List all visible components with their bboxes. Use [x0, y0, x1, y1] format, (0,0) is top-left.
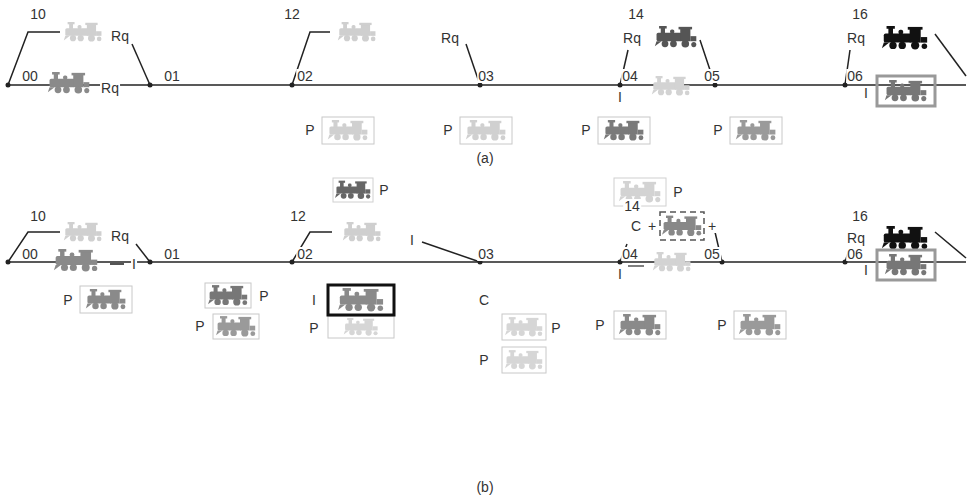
track-label: 14	[623, 199, 641, 213]
track-label: 00	[21, 69, 39, 83]
track-label: Rq	[846, 31, 866, 45]
track-label: P	[304, 123, 315, 137]
track-label: 05	[703, 247, 721, 261]
track-label: P	[550, 321, 561, 335]
track-label: C	[630, 219, 642, 233]
track-label: +	[707, 219, 717, 233]
track-label: P	[378, 183, 389, 197]
track-label: Rq	[440, 31, 460, 45]
track-label: I	[863, 86, 869, 100]
track-label: 05	[703, 69, 721, 83]
track-label: Rq	[110, 229, 130, 243]
track-label: 04	[621, 247, 639, 261]
track-label: 10	[29, 209, 47, 223]
track-label: I	[131, 257, 137, 271]
track-label: I	[409, 233, 415, 247]
track-label: P	[478, 353, 489, 367]
track-label: 01	[163, 247, 181, 261]
track-label: P	[442, 123, 453, 137]
track-label: P	[594, 318, 605, 332]
track-label: P	[62, 293, 73, 307]
track-label: Rq	[110, 29, 130, 43]
track-label: 03	[477, 69, 495, 83]
track-label: P	[712, 123, 723, 137]
track-label: (b)	[475, 480, 494, 494]
track-label: 16	[851, 209, 869, 223]
track-label: 12	[289, 209, 307, 223]
track-label: 02	[296, 247, 314, 261]
track-label: 14	[627, 7, 645, 21]
track-label: (a)	[475, 151, 494, 165]
track-label: 06	[846, 247, 864, 261]
track-label: P	[580, 123, 591, 137]
track-label: I	[863, 263, 869, 277]
track-label: 00	[21, 247, 39, 261]
track-label: P	[672, 185, 683, 199]
track-label: I	[311, 293, 317, 307]
track-label: +	[647, 219, 657, 233]
track-label: 12	[283, 7, 301, 21]
track-label: 06	[846, 69, 864, 83]
track-label: I	[617, 267, 623, 281]
track-label: Rq	[846, 231, 866, 245]
track-label: 01	[163, 69, 181, 83]
track-label: P	[194, 319, 205, 333]
track-label: 02	[296, 69, 314, 83]
track-label: 04	[621, 69, 639, 83]
track-label: 10	[29, 7, 47, 21]
track-label: 16	[851, 7, 869, 21]
track-label: Rq	[100, 81, 120, 95]
track-label: 03	[477, 247, 495, 261]
track-label: C	[478, 293, 490, 307]
track-label: P	[308, 321, 319, 335]
track-label: I	[617, 90, 623, 104]
track-label: P	[258, 289, 269, 303]
track-label: Rq	[622, 31, 642, 45]
track-label: P	[716, 318, 727, 332]
